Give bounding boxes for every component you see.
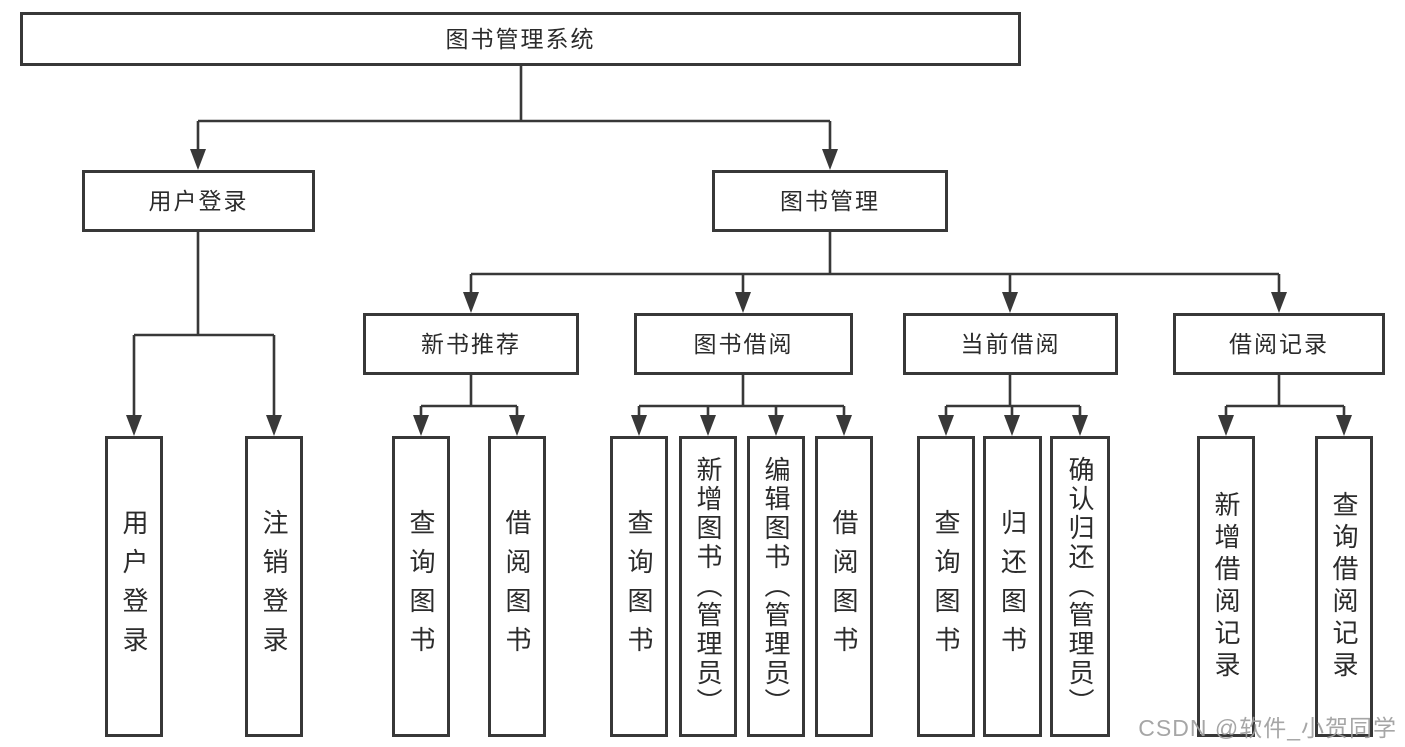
leaf-label: 归还图书 <box>997 508 1028 665</box>
node-user-login: 用户登录 <box>82 170 315 232</box>
node-label: 图书管理 <box>780 187 880 214</box>
leaf-label: 借阅图书 <box>829 508 859 665</box>
leaf-add-books-admin: 新增图书（管理员） <box>679 436 737 737</box>
leaf-label: 注销登录 <box>259 508 289 665</box>
node-current-borrow: 当前借阅 <box>903 313 1118 375</box>
node-label: 新书推荐 <box>421 330 521 357</box>
leaf-query-borrow-record: 查询借阅记录 <box>1315 436 1373 737</box>
leaf-return-books: 归还图书 <box>983 436 1042 737</box>
node-new-book-recommend: 新书推荐 <box>363 313 579 375</box>
leaf-add-borrow-record: 新增借阅记录 <box>1197 436 1255 737</box>
node-label: 当前借阅 <box>960 330 1061 357</box>
leaf-label: 新增借阅记录 <box>1211 490 1241 683</box>
connector-lines <box>132 66 1346 432</box>
watermark-text: CSDN @软件_小贺同学 <box>1138 715 1397 741</box>
leaf-user-login: 用户登录 <box>105 436 163 737</box>
leaf-label: 查询图书 <box>406 508 436 665</box>
node-label: 用户登录 <box>148 187 249 214</box>
node-book-management: 图书管理 <box>712 170 948 232</box>
leaf-label: 借阅图书 <box>502 508 532 665</box>
node-label: 借阅记录 <box>1229 330 1329 357</box>
leaf-borrow-books: 借阅图书 <box>815 436 873 737</box>
leaf-label: 查询借阅记录 <box>1329 490 1359 683</box>
leaf-confirm-return-admin: 确认归还（管理员） <box>1050 436 1110 737</box>
leaf-query-books-borrow: 查询图书 <box>610 436 668 737</box>
node-label: 图书借阅 <box>693 330 794 357</box>
leaf-label: 用户登录 <box>119 508 149 665</box>
leaf-logout: 注销登录 <box>245 436 303 737</box>
node-root-label: 图书管理系统 <box>445 25 596 52</box>
leaf-edit-books-admin: 编辑图书（管理员） <box>747 436 805 737</box>
leaf-label: 确认归还（管理员） <box>1065 456 1095 717</box>
leaf-label: 编辑图书（管理员） <box>761 456 791 717</box>
leaf-borrow-books-recommend: 借阅图书 <box>488 436 546 737</box>
leaf-query-books-current: 查询图书 <box>917 436 975 737</box>
leaf-label: 查询图书 <box>931 508 961 665</box>
node-borrow-records: 借阅记录 <box>1173 313 1385 375</box>
leaf-label: 新增图书（管理员） <box>693 456 723 717</box>
leaf-label: 查询图书 <box>624 508 654 665</box>
leaf-query-books-recommend: 查询图书 <box>392 436 450 737</box>
node-root: 图书管理系统 <box>20 12 1021 66</box>
node-book-borrow: 图书借阅 <box>634 313 853 375</box>
